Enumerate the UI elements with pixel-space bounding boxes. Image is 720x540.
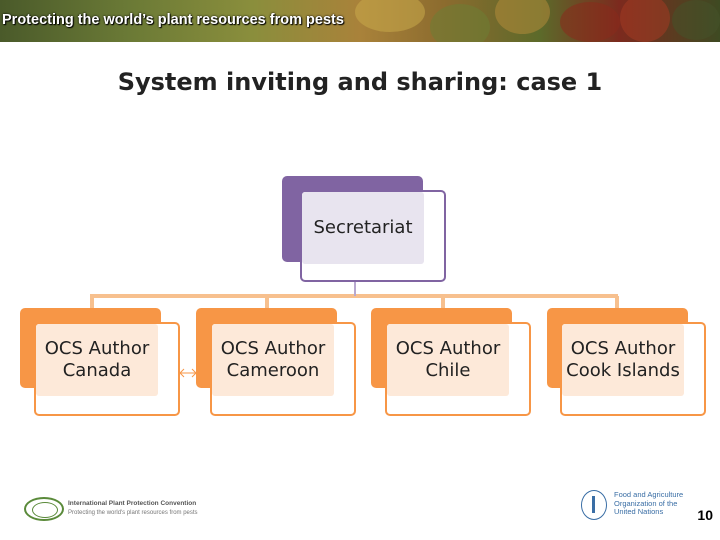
canada-line2: Canada (63, 360, 132, 381)
cameroon-line2: Cameroon (227, 360, 320, 381)
page-number: 10 (697, 507, 713, 523)
fao-name: Food and Agriculture Organization of the… (614, 491, 694, 517)
ippc-name: International Plant Protection Conventio… (68, 500, 196, 507)
secretariat-label: Secretariat (313, 217, 412, 239)
fao-line3: United Nations (614, 507, 663, 516)
ippc-footer-logo: International Plant Protection Conventio… (24, 497, 204, 523)
chile-line1: OCS Author (396, 338, 500, 359)
cook-islands-line2: Cook Islands (566, 360, 680, 381)
fao-logo-icon (581, 490, 607, 520)
ippc-tagline: Protecting the world's plant resources f… (68, 510, 198, 516)
cameroon-line1: OCS Author (221, 338, 325, 359)
canada-line1: OCS Author (45, 338, 149, 359)
cook-islands-line1: OCS Author (571, 338, 675, 359)
double-arrow (180, 369, 196, 377)
ippc-globe-icon (24, 497, 64, 521)
secretariat-node: Secretariat (302, 192, 424, 264)
chile-line2: Chile (425, 360, 470, 381)
